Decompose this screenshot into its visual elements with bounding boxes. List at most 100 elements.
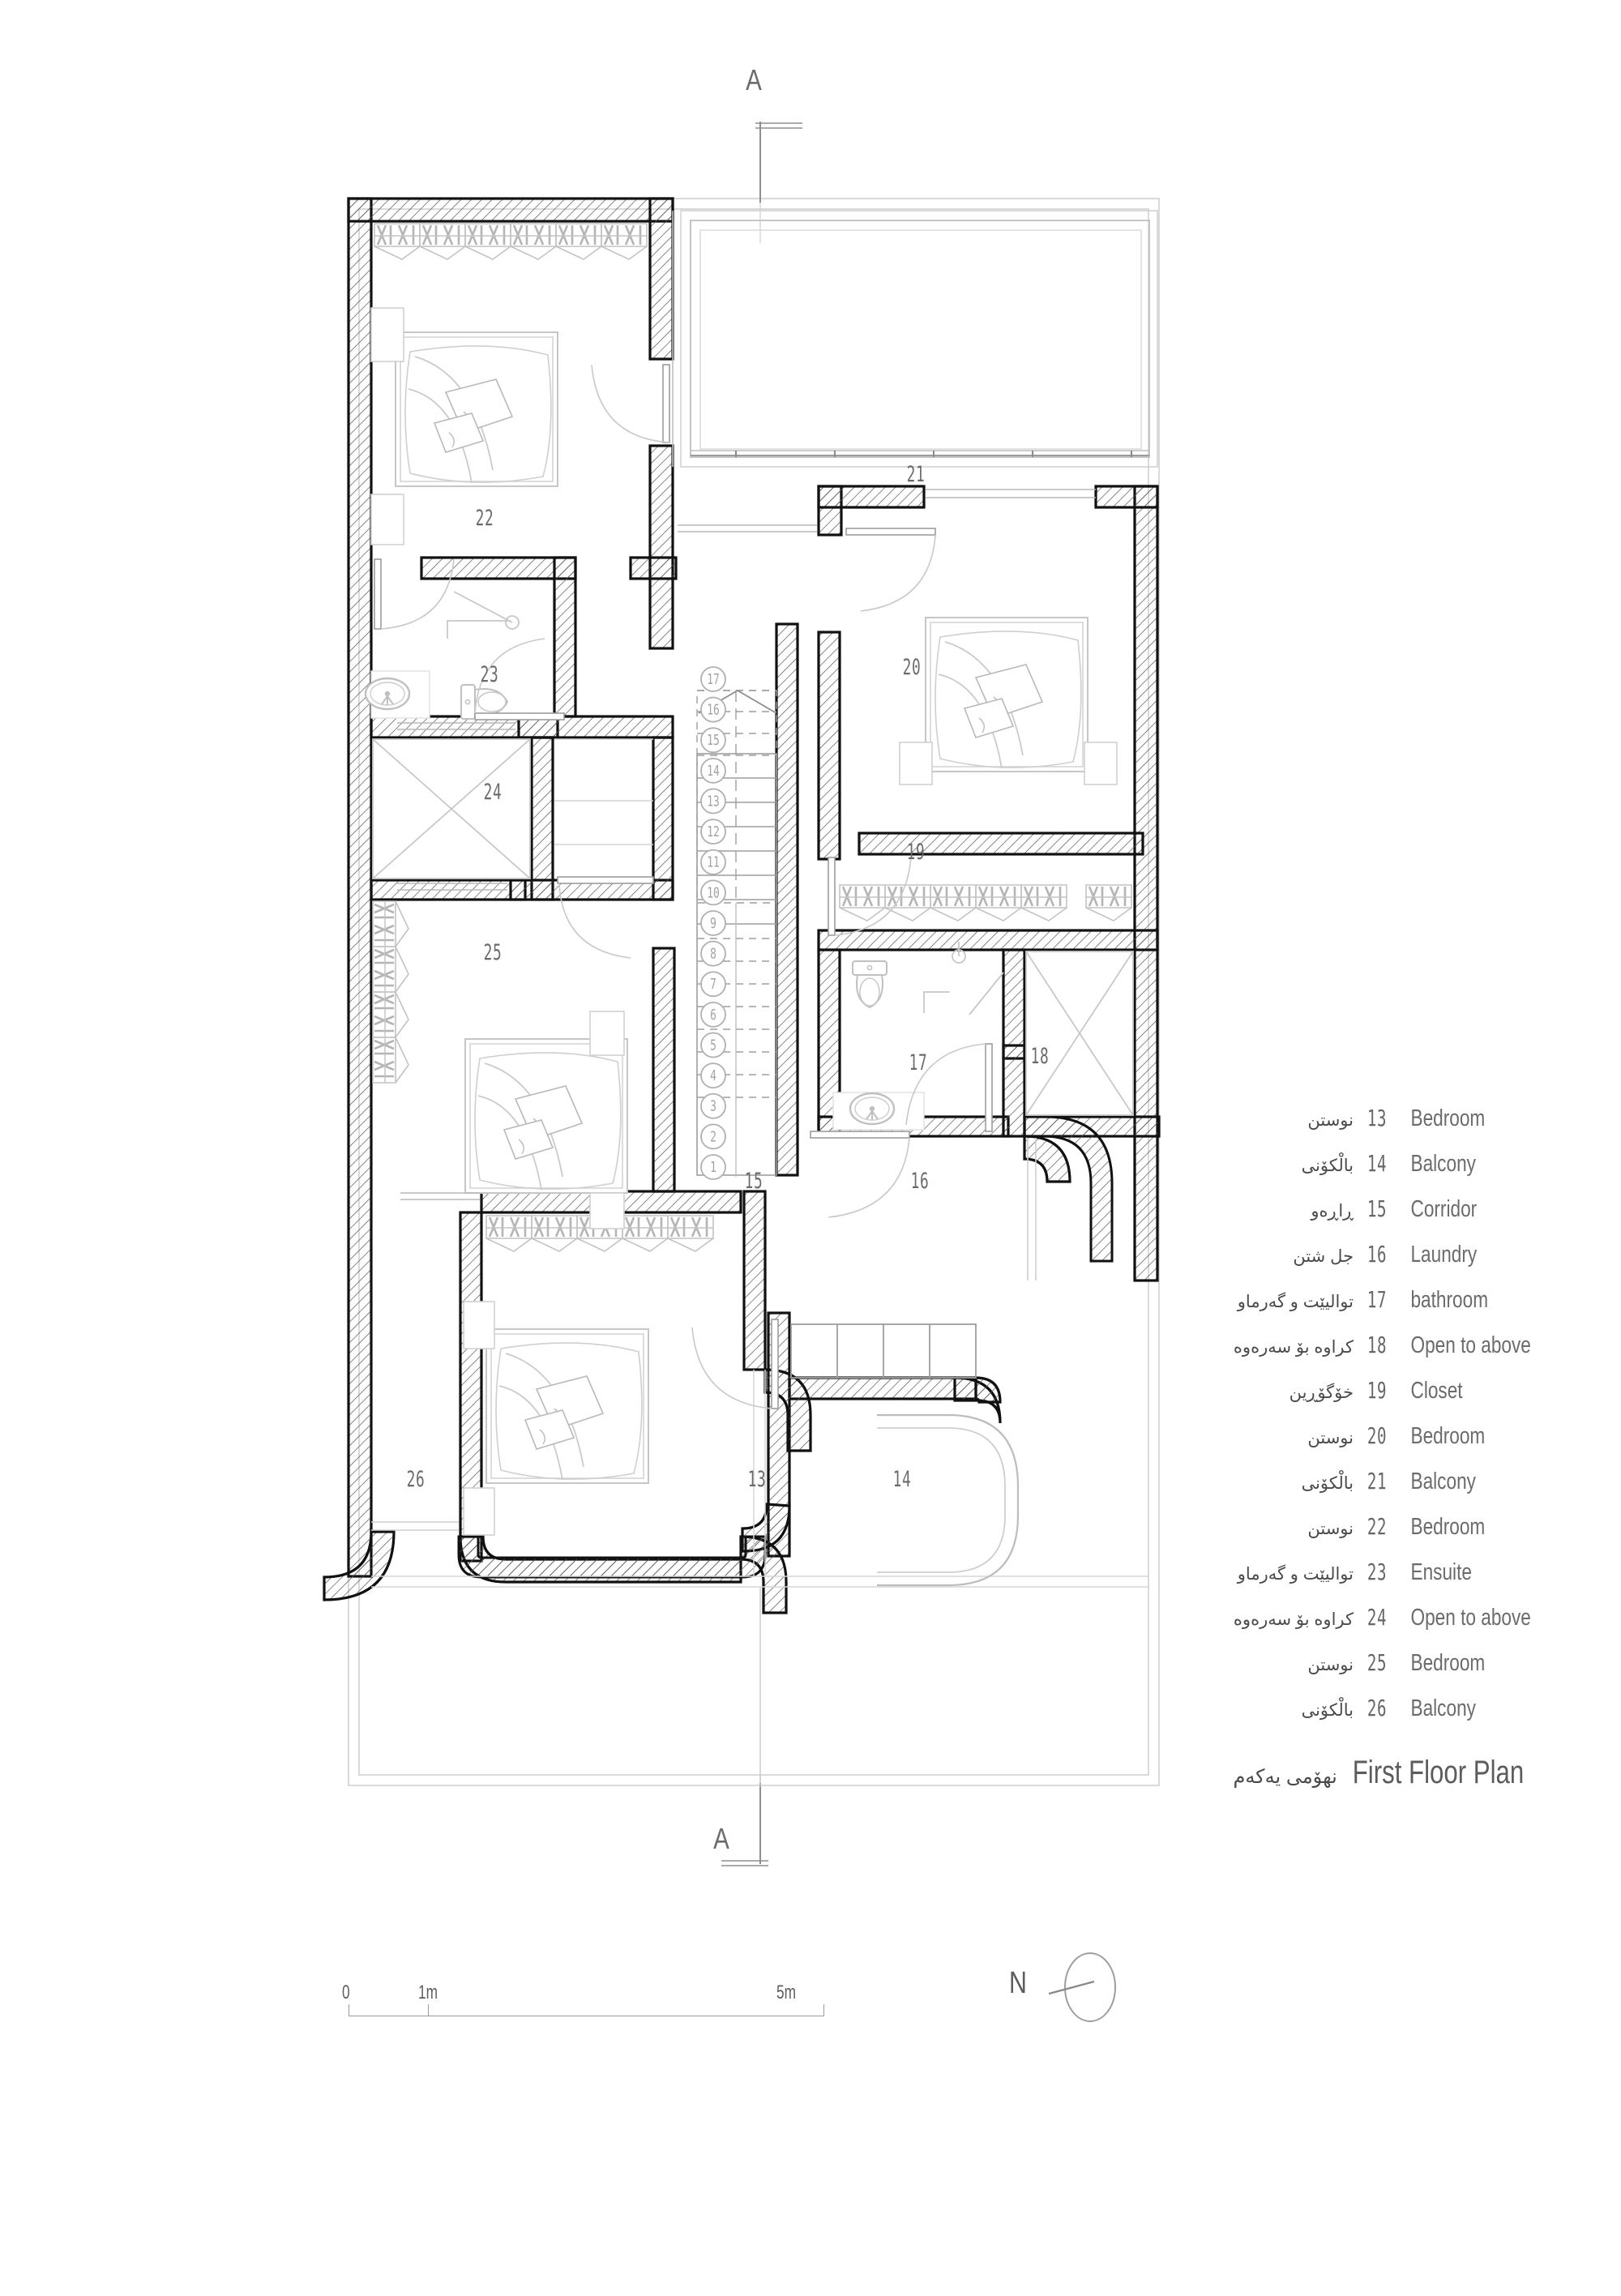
shower-bathroom-17 [923,942,1004,1015]
room-number-15: 15 [744,1169,763,1194]
legend-label-kurdish: جل شتن [1293,1247,1354,1266]
legend-label-english: Open to above [1410,1332,1531,1358]
legend-number: 20 [1367,1422,1388,1449]
legend-row: کراوە بۆ سەرەوە 24 Open to above [1232,1597,1572,1643]
legend-label-english: Corridor [1410,1196,1478,1222]
legend-row: تواليێت و گەرماو 23 Ensuite [1232,1552,1572,1597]
stair-step-11: 11 [700,849,726,875]
open-to-above-24 [372,738,531,879]
stair-step-1: 1 [700,1154,726,1180]
north-label: N [1009,1966,1027,2000]
stair-step-16: 16 [700,696,726,723]
room-number-19: 19 [906,840,926,865]
legend-label-english: Open to above [1410,1605,1531,1631]
svg-text:2: 2 [710,1127,716,1145]
bed-bedroom-20 [899,617,1118,785]
section-marker-bottom: A [713,1822,729,1855]
balcony-26 [371,1521,459,1531]
legend-number: 15 [1367,1195,1388,1222]
scale-tick-5m [823,2004,824,2016]
legend-row: نوستن 20 Bedroom [1232,1416,1572,1461]
stair-step-8: 8 [700,940,726,967]
svg-text:10: 10 [707,883,720,901]
door-bedroom-20 [845,528,936,612]
legend-number: 13 [1367,1105,1388,1131]
plan-title-english: First Floor Plan [1352,1755,1525,1790]
legend-label-english: Balcony [1410,1469,1476,1494]
legend-label-kurdish: نوستن [1307,1520,1354,1538]
legend-number: 19 [1367,1377,1388,1404]
room-number-22: 22 [475,506,494,531]
bed-bedroom-22 [370,307,558,545]
stair-step-6: 6 [700,1001,726,1028]
legend-label-kurdish: خۆگۆڕین [1289,1383,1354,1402]
door-corridor-15 [691,1319,779,1409]
legend-label-kurdish: ڕاڕەو [1311,1202,1354,1221]
north-arrow-graphic [1048,1952,1116,2022]
svg-text:17: 17 [707,670,720,688]
legend-label-kurdish: کراوە بۆ سەرەوە [1233,1610,1354,1629]
legend-label-english: Bedroom [1410,1650,1486,1676]
svg-text:9: 9 [710,914,716,932]
room-number-24: 24 [483,780,503,805]
bed-bedroom-13 [463,1301,649,1536]
room-number-20: 20 [902,655,922,680]
svg-text:11: 11 [707,853,720,871]
stair-step-5: 5 [700,1032,726,1058]
sink-ensuite-23 [364,670,430,719]
room-number-17: 17 [909,1050,928,1075]
legend-label-english: Laundry [1410,1242,1478,1268]
svg-text:4: 4 [710,1067,716,1084]
stair-step-3: 3 [700,1092,726,1119]
legend-label-kurdish: تواليێت و گەرماو [1237,1565,1354,1584]
legend-label-english: Bedroom [1410,1514,1486,1540]
door-ensuite-23 [374,558,455,630]
legend-label-english: Balcony [1410,1151,1476,1177]
scale-tick-1m [428,2004,429,2016]
thin-detail-lines [554,738,653,845]
stair-step-7: 7 [700,971,726,998]
legend-label-english: Ensuite [1410,1559,1472,1585]
toilet-bathroom-17 [852,960,887,1008]
legend-label-kurdish: نوستن [1307,1429,1354,1447]
svg-text:7: 7 [710,975,716,993]
door-laundry-16 [810,1131,910,1218]
legend-label-english: Bedroom [1410,1423,1486,1449]
legend-number: 24 [1367,1604,1388,1631]
room-number-23: 23 [480,662,499,687]
door-bathroom-17 [905,1043,993,1132]
legend-label-english: Balcony [1410,1695,1476,1721]
floor-lines [371,1370,1148,1775]
door-ensuite-23-lobby [474,638,565,720]
legend-row: نوستن 22 Bedroom [1232,1507,1572,1552]
room-number-25: 25 [483,940,503,965]
legend-label-kurdish: نوستن [1307,1111,1354,1130]
legend-number: 23 [1367,1558,1388,1585]
svg-text:16: 16 [707,700,720,718]
svg-text:12: 12 [707,823,720,840]
sink-bathroom-17 [832,1092,925,1131]
svg-text:14: 14 [707,762,720,780]
legend-number: 22 [1367,1513,1388,1540]
legend-label-kurdish: بالْکۆنی [1301,1474,1354,1493]
balcony-21 [672,210,1158,468]
scale-label-1m: 1m [418,1982,438,2003]
room-number-16: 16 [910,1169,930,1194]
legend-label-english: Bedroom [1410,1105,1486,1131]
legend-label-kurdish: تواليێت و گەرماو [1237,1293,1354,1311]
laundry-appliances [790,1323,977,1379]
door-closet-19 [828,857,912,936]
legend-number: 26 [1367,1695,1388,1721]
room-number-21: 21 [906,462,926,487]
legend-label-kurdish: نوستن [1307,1656,1354,1674]
svg-text:5: 5 [710,1036,716,1054]
